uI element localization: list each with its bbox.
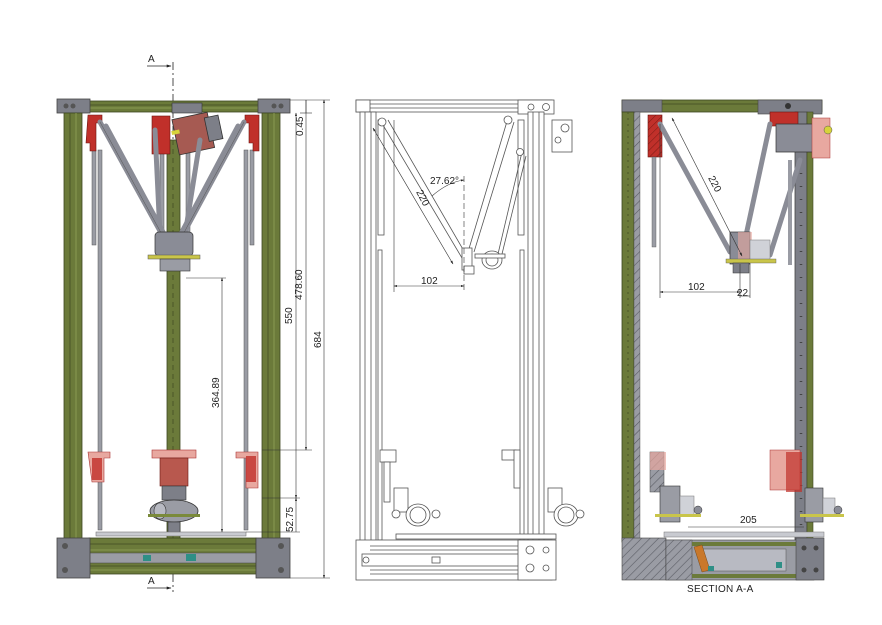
- section-line-a: A A: [147, 54, 174, 592]
- section-view: [621, 99, 844, 581]
- section-base: [621, 537, 825, 581]
- section-marker-top: A: [148, 54, 155, 65]
- dim-rail-travel: 478.60: [294, 269, 305, 300]
- section-caption: SECTION A-A: [687, 584, 754, 595]
- front-top-carriages: [85, 102, 260, 156]
- section-effector: [725, 231, 777, 274]
- dim-rail-length: 550: [284, 307, 295, 324]
- front-print-bed: [95, 531, 247, 537]
- dim-section-bed-width: 205: [740, 515, 757, 526]
- side-dimensions: [372, 120, 465, 292]
- dim-side-arm-length: 220: [413, 188, 431, 208]
- side-base-frame: [355, 539, 557, 581]
- section-lower-effectors: [655, 485, 844, 523]
- dim-overall-height: 684: [313, 331, 324, 348]
- extruder-motor: [171, 111, 224, 156]
- dim-top-offset: 0.45: [295, 116, 306, 136]
- dim-side-horizontal-offset: 102: [421, 276, 438, 287]
- side-view: [355, 99, 585, 581]
- dim-section-arm-length: 220: [705, 174, 723, 194]
- front-dimensions: [186, 99, 330, 579]
- dim-section-effector-offset: 22: [737, 288, 749, 299]
- dim-effector-to-bed: 364.89: [211, 377, 222, 408]
- dim-section-horizontal-offset: 102: [688, 282, 705, 293]
- section-marker-bottom: A: [148, 576, 155, 587]
- front-effector: [147, 231, 201, 272]
- dim-bottom-offset: 52.75: [285, 507, 296, 532]
- front-base-frame: [56, 537, 291, 579]
- front-view: A A: [56, 54, 330, 592]
- side-effector: [461, 247, 506, 275]
- section-dimensions: [659, 117, 804, 528]
- front-bottom-carriages: [87, 449, 259, 535]
- dim-side-arm-angle: 27.62°: [430, 176, 459, 187]
- side-lower-effectors: [391, 487, 585, 527]
- side-delta-arms: [377, 115, 527, 259]
